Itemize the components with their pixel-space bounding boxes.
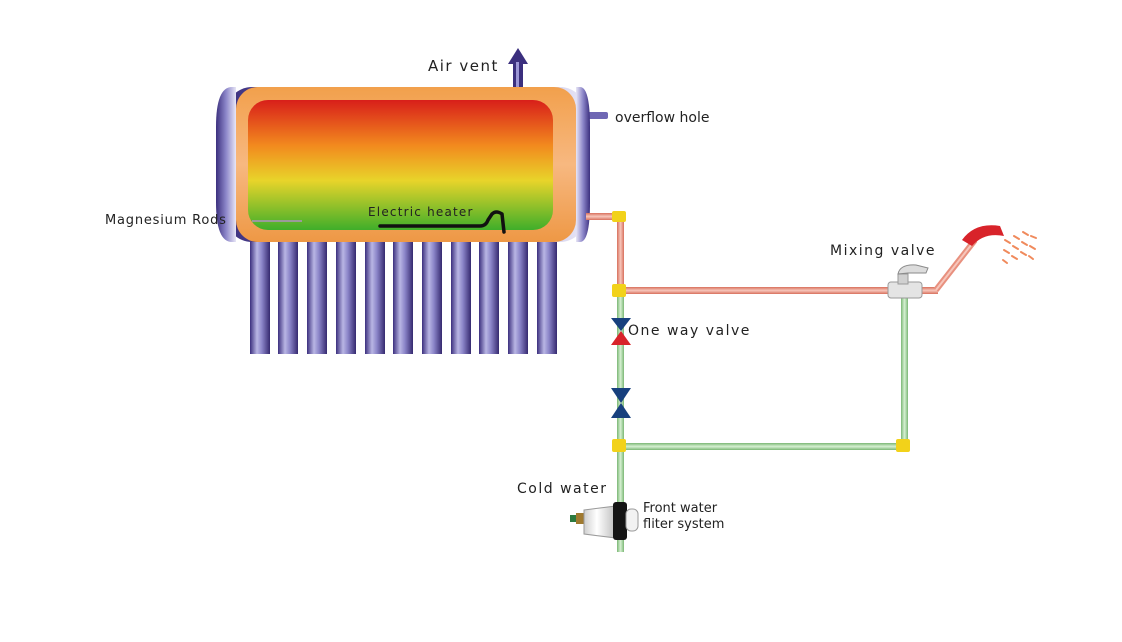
fitting bbox=[896, 439, 910, 452]
one-way-valve bbox=[611, 318, 631, 345]
label-cold-water: Cold water bbox=[517, 481, 607, 497]
label-one-way-valve: One way valve bbox=[628, 323, 751, 339]
label-mixing-valve: Mixing valve bbox=[830, 243, 936, 259]
pipe-fittings bbox=[612, 211, 910, 452]
fitting bbox=[612, 439, 626, 452]
fitting bbox=[612, 284, 626, 297]
label-front-water-line1: Front water bbox=[643, 501, 718, 516]
label-front-water-line2: fliter system bbox=[643, 517, 724, 532]
vacuum-tube bbox=[537, 232, 557, 354]
label-magnesium-rods: Magnesium Rods bbox=[105, 213, 227, 228]
vacuum-tubes bbox=[250, 232, 557, 354]
fitting bbox=[612, 211, 626, 222]
label-overflow-hole: overflow hole bbox=[615, 110, 709, 126]
vacuum-tube bbox=[365, 232, 385, 354]
mixing-valve-faucet-icon bbox=[887, 264, 929, 299]
tank-water bbox=[248, 100, 553, 230]
vacuum-tube bbox=[479, 232, 499, 354]
electric-heater-element bbox=[378, 210, 506, 234]
cold-water-pipe bbox=[617, 294, 908, 552]
gate-valve bbox=[611, 388, 631, 418]
shower-head-icon bbox=[933, 225, 1037, 292]
hot-water-pipe bbox=[586, 213, 938, 294]
vacuum-tube bbox=[250, 232, 270, 354]
vacuum-tube bbox=[336, 232, 356, 354]
front-water-filter-icon bbox=[570, 502, 639, 540]
vacuum-tube bbox=[278, 232, 298, 354]
vacuum-tube bbox=[393, 232, 413, 354]
vacuum-tube bbox=[451, 232, 471, 354]
label-air-vent: Air vent bbox=[428, 57, 499, 75]
air-vent-arrow-icon bbox=[508, 48, 528, 90]
vacuum-tube bbox=[508, 232, 528, 354]
vacuum-tube bbox=[422, 232, 442, 354]
label-electric-heater: Electric heater bbox=[368, 205, 474, 219]
storage-tank bbox=[216, 87, 590, 242]
vacuum-tube bbox=[307, 232, 327, 354]
